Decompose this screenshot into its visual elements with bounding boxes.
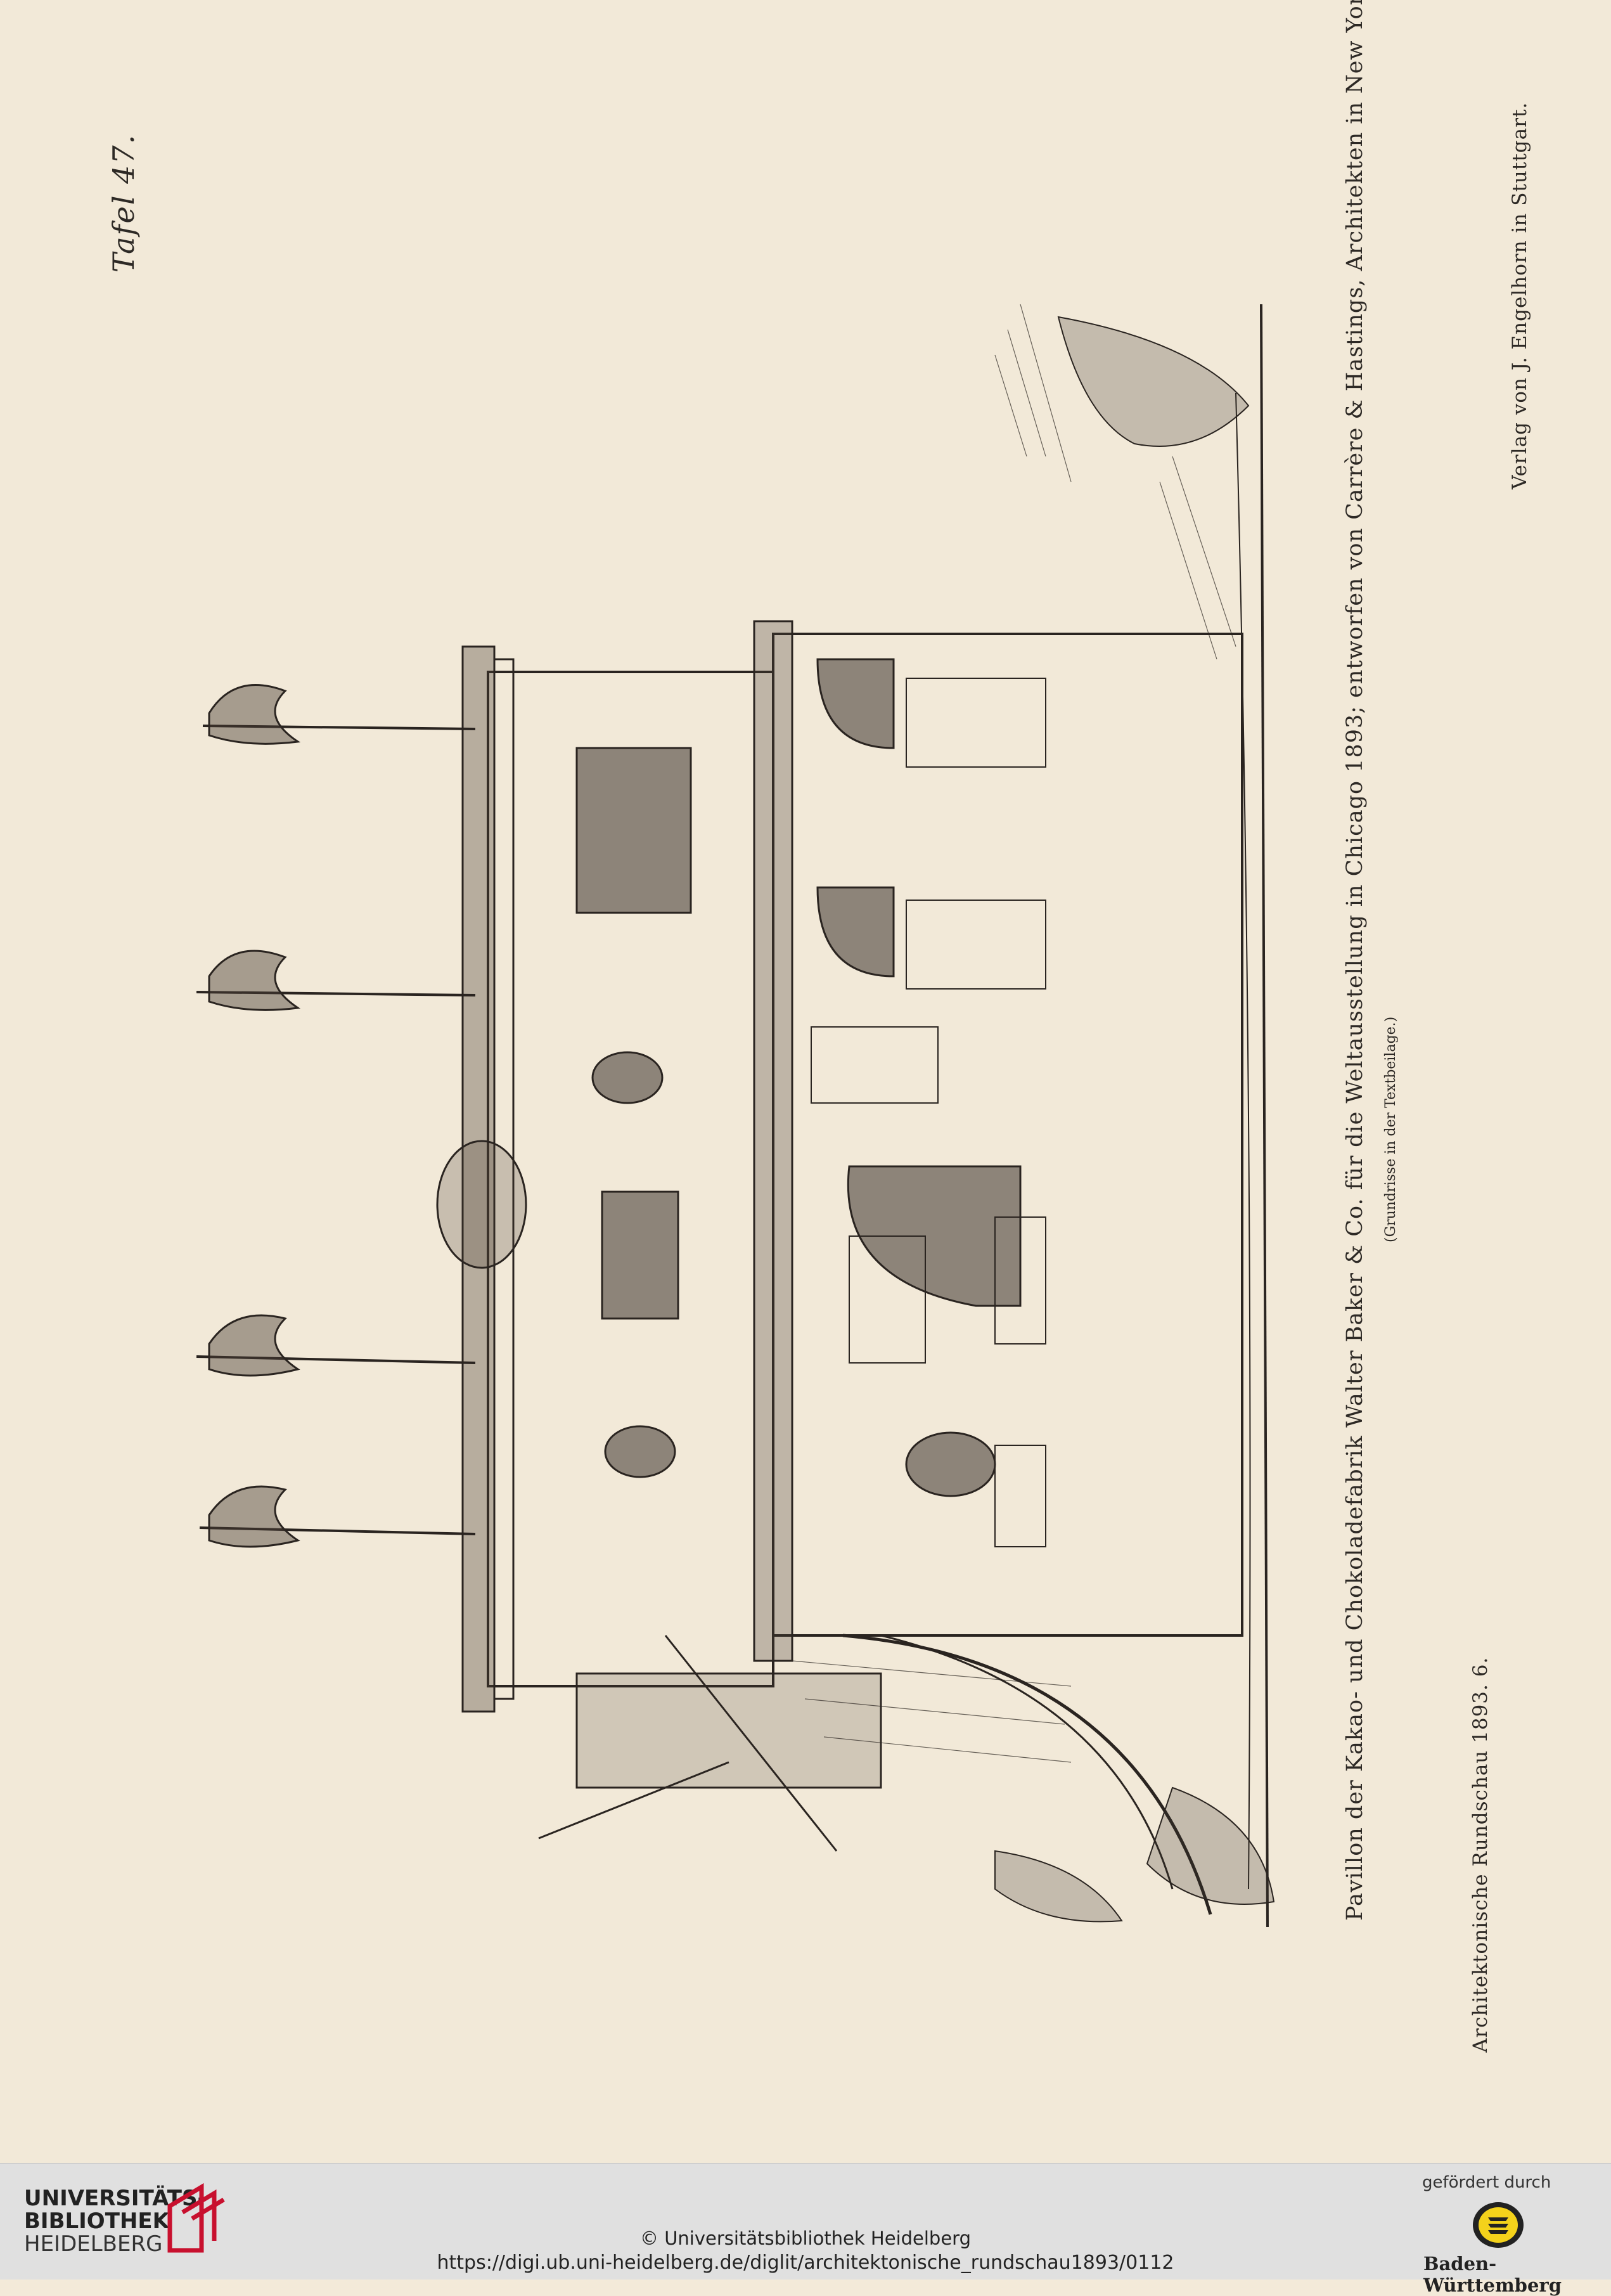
library-name-line3: HEIDELBERG <box>24 2231 163 2257</box>
plate-caption: Pavillon der Kakao- und Chokoladefabrik … <box>1342 0 1368 1921</box>
sponsor-label: gefördert durch <box>1422 2173 1551 2192</box>
ub-heidelberg-logo-icon <box>167 2183 225 2253</box>
library-name-line2: BIBLIOTHEK <box>24 2209 169 2234</box>
plate-caption-note: (Grundrisse in der Textbeilage.) <box>1383 1016 1399 1242</box>
digitization-footer: UNIVERSITÄTS- BIBLIOTHEK HEIDELBERG © Un… <box>0 2163 1611 2296</box>
library-logo[interactable]: UNIVERSITÄTS- BIBLIOTHEK HEIDELBERG <box>24 2187 207 2255</box>
library-name-line1: UNIVERSITÄTS- <box>24 2186 207 2211</box>
pavilion-drawing <box>196 304 1275 1928</box>
plate-page: Tafel 47. <box>106 0 1531 2053</box>
sponsor-name: Baden-Württemberg <box>1423 2253 1562 2296</box>
journal-line: Architektonische Rundschau 1893. 6. <box>1469 1656 1492 2053</box>
baden-wuerttemberg-coat-of-arms-icon <box>1473 2202 1524 2248</box>
plate-number: Tafel 47. <box>106 133 141 273</box>
copyright-text: © Universitätsbibliothek Heidelberg <box>639 2228 971 2249</box>
source-url-link[interactable]: https://digi.ub.uni-heidelberg.de/diglit… <box>437 2252 1174 2274</box>
publisher-line: Verlag von J. Engelhorn in Stuttgart. <box>1508 101 1531 489</box>
